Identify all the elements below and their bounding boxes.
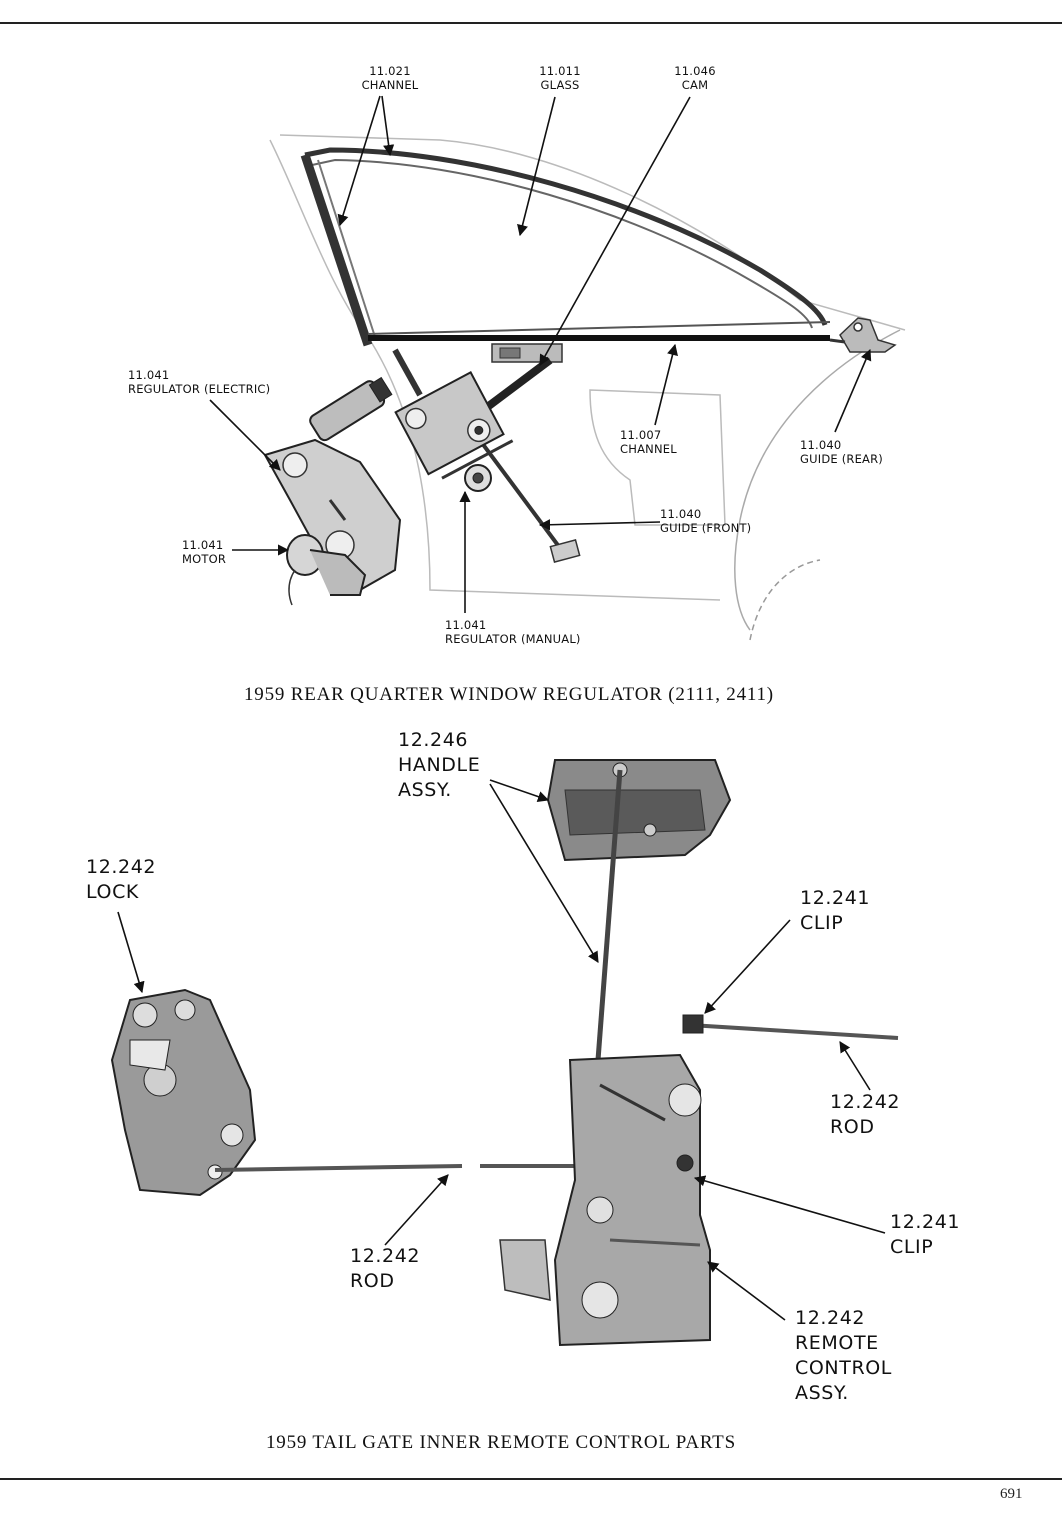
label-guide-rear: 11.040 GUIDE (REAR)	[800, 438, 883, 466]
top-leader-lines	[209, 95, 872, 613]
label-handle-assy: 12.246 HANDLE ASSY.	[398, 729, 481, 801]
bottom-leader-lines	[117, 779, 886, 1321]
top-rule	[0, 22, 1062, 24]
label-channel-top: 11.021 CHANNEL	[361, 64, 419, 92]
label-cam: 11.046 CAM	[674, 64, 716, 92]
label-guide-front: 11.040 GUIDE (FRONT)	[660, 507, 752, 535]
label-channel-lower: 11.007 CHANNEL	[620, 428, 677, 456]
label-motor: 11.041 MOTOR	[182, 538, 227, 566]
label-remote-control-assy: 12.242 REMOTE CONTROL ASSY.	[795, 1307, 892, 1404]
label-rod-left: 12.242 ROD	[350, 1245, 421, 1292]
label-glass: 11.011 GLASS	[539, 64, 581, 92]
label-regulator-electric: 11.041 REGULATOR (ELECTRIC)	[128, 368, 271, 396]
caption-window-regulator: 1959 REAR QUARTER WINDOW REGULATOR (2111…	[244, 684, 774, 705]
label-regulator-manual: 11.041 REGULATOR (MANUAL)	[445, 618, 581, 646]
label-rod-right: 12.242 ROD	[830, 1091, 901, 1138]
label-clip-lower: 12.241 CLIP	[890, 1211, 961, 1258]
tail-gate-drawing	[110, 759, 899, 1347]
window-regulator-drawing	[263, 134, 906, 641]
label-clip-upper: 12.241 CLIP	[800, 887, 871, 934]
page-number: 691	[1000, 1486, 1023, 1502]
caption-tail-gate: 1959 TAIL GATE INNER REMOTE CONTROL PART…	[266, 1432, 736, 1453]
label-lock: 12.242 LOCK	[86, 856, 157, 903]
bottom-rule	[0, 1478, 1062, 1480]
